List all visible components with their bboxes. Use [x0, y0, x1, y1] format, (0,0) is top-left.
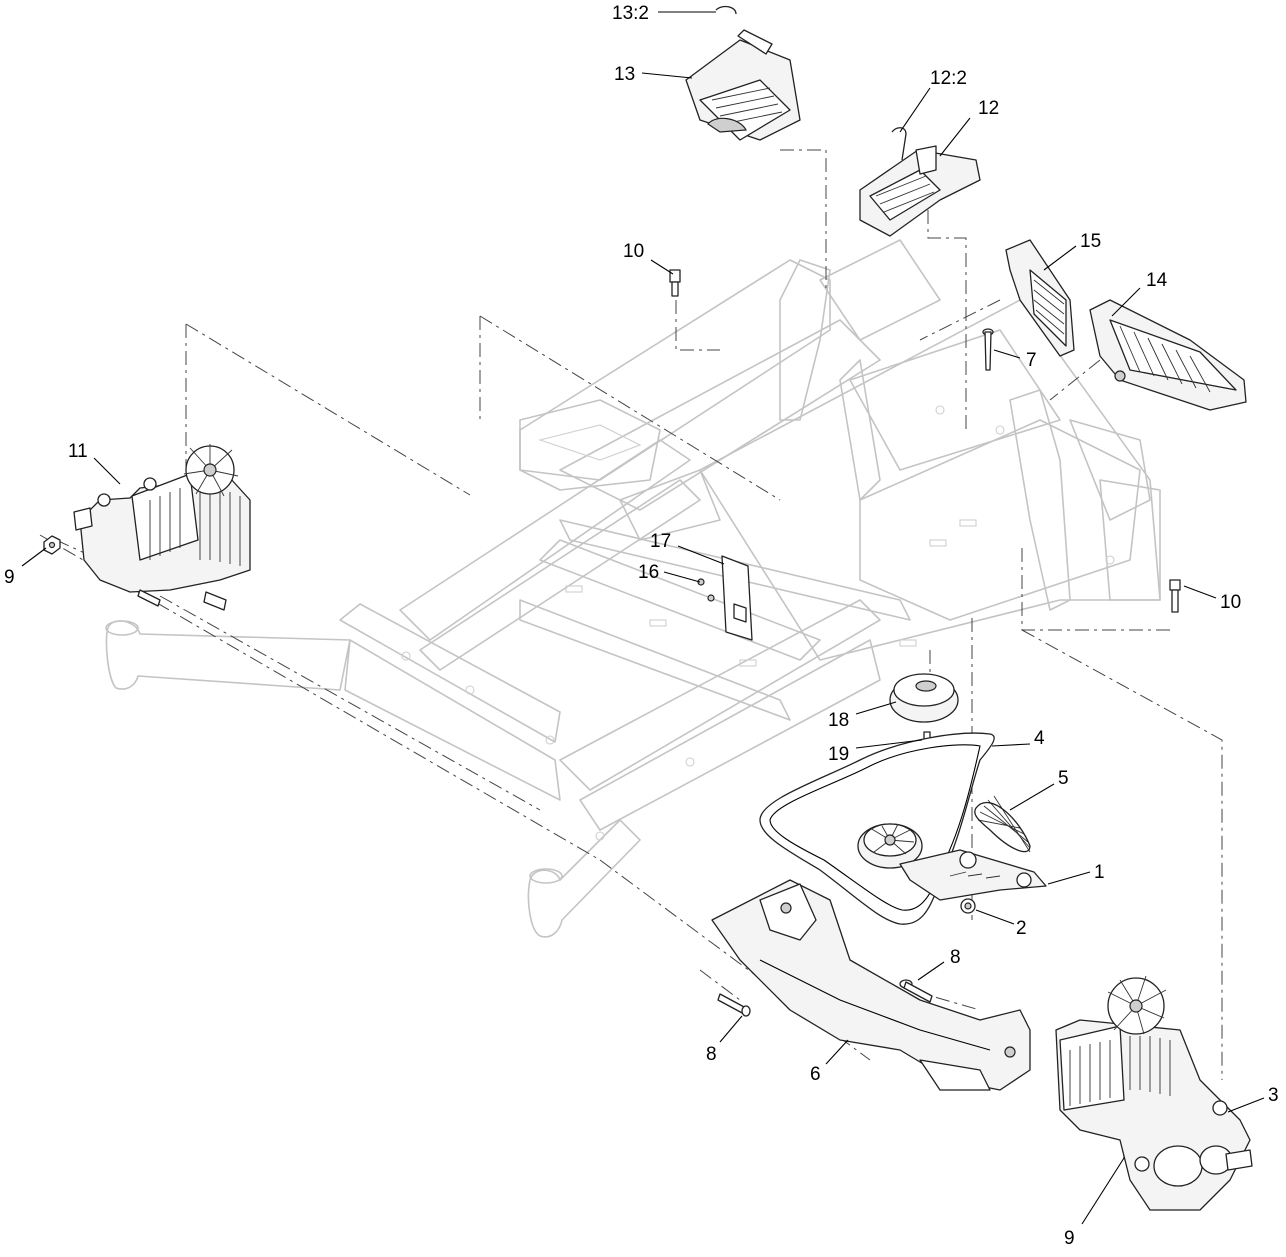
part-7-bolt[interactable] — [982, 328, 994, 371]
callout-10-right: 10 — [1220, 592, 1241, 613]
part-11-transaxle-left[interactable] — [73, 444, 251, 611]
callout-10-top: 10 — [623, 241, 644, 262]
part-16-screws[interactable] — [697, 578, 715, 602]
assembly-lines — [39, 149, 1223, 1150]
part-18-pulley[interactable] — [889, 673, 959, 723]
part-15-guard[interactable] — [1005, 239, 1075, 357]
callout-6: 6 — [810, 1064, 821, 1085]
part-13-2-clip — [715, 5, 737, 15]
part-13-shield[interactable] — [685, 29, 801, 141]
leader-lines — [21, 11, 1265, 1225]
callout-labels: 13:2 13 12:2 12 15 14 10 7 11 9 17 16 10… — [4, 3, 1279, 1249]
callout-8-left: 8 — [706, 1044, 717, 1065]
part-12-2-clip — [891, 127, 907, 161]
callout-4: 4 — [1034, 728, 1045, 749]
part-1-idler-arm[interactable] — [857, 823, 1047, 901]
part-2-bolt[interactable] — [960, 898, 976, 914]
part-17-plate[interactable] — [721, 555, 753, 641]
callout-7: 7 — [1026, 350, 1037, 371]
part-5-spring[interactable] — [974, 795, 1031, 853]
callout-19: 19 — [828, 744, 849, 765]
callout-3: 3 — [1268, 1085, 1279, 1106]
callout-13: 13 — [614, 64, 635, 85]
callout-15: 15 — [1080, 231, 1101, 252]
callout-13-2: 13:2 — [612, 3, 649, 24]
callout-9-left: 9 — [4, 567, 15, 588]
callout-9-right: 9 — [1064, 1228, 1075, 1249]
part-6-bracket[interactable] — [711, 879, 1031, 1091]
part-8-pin-left[interactable] — [717, 993, 751, 1017]
callout-2: 2 — [1016, 918, 1027, 939]
part-10-bolt-top[interactable] — [669, 269, 681, 297]
callout-16: 16 — [638, 562, 659, 583]
callout-14: 14 — [1146, 270, 1168, 291]
callout-5: 5 — [1058, 768, 1069, 789]
callout-18: 18 — [828, 710, 849, 731]
callout-12-2: 12:2 — [930, 68, 967, 89]
callout-8-right: 8 — [950, 947, 961, 968]
part-14-guard[interactable] — [1089, 299, 1247, 411]
callout-11: 11 — [68, 441, 88, 462]
callout-17: 17 — [650, 531, 671, 552]
part-8-pin-right[interactable] — [899, 979, 933, 1003]
part-9-nut-left[interactable] — [43, 535, 61, 555]
part-10-bolt-right[interactable] — [1169, 579, 1181, 613]
callout-12: 12 — [978, 98, 999, 119]
part-3-transaxle-right[interactable] — [1055, 975, 1253, 1211]
callout-1: 1 — [1094, 862, 1105, 883]
part-12-shield[interactable] — [859, 145, 981, 237]
mower-frame — [105, 239, 1161, 938]
